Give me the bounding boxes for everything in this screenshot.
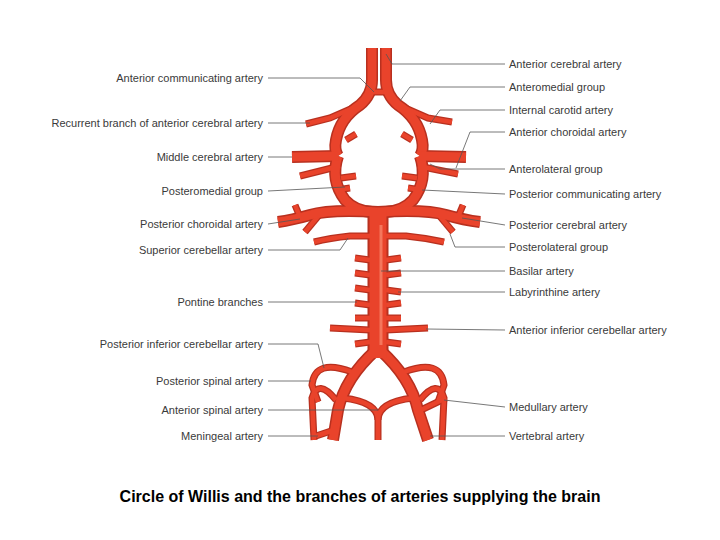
artery-label: Anterior cerebral artery bbox=[509, 57, 714, 71]
artery-label: Anterior communicating artery bbox=[8, 71, 263, 85]
artery-label: Anterior inferior cerebellar artery bbox=[509, 323, 714, 337]
artery-label: Labyrinthine artery bbox=[509, 285, 714, 299]
artery-label: Recurrent branch of anterior cerebral ar… bbox=[8, 116, 263, 130]
artery-label: Anteromedial group bbox=[509, 80, 714, 94]
artery-label: Posterior cerebral artery bbox=[509, 218, 714, 232]
artery-label: Posterior spinal artery bbox=[8, 374, 263, 388]
artery-label: Internal carotid artery bbox=[509, 103, 714, 117]
artery-label: Middle cerebral artery bbox=[8, 150, 263, 164]
artery-label: Anterolateral group bbox=[509, 162, 714, 176]
figure-caption: Circle of Willis and the branches of art… bbox=[0, 488, 720, 506]
artery-label: Anterior choroidal artery bbox=[509, 125, 714, 139]
artery-label: Posterior inferior cerebellar artery bbox=[8, 337, 263, 351]
artery-label: Posterior choroidal artery bbox=[8, 217, 263, 231]
leader-lines bbox=[268, 54, 505, 436]
artery-label: Basilar artery bbox=[509, 264, 714, 278]
artery-label: Medullary artery bbox=[509, 400, 714, 414]
artery-label: Vertebral artery bbox=[509, 429, 714, 443]
artery-label: Anterior spinal artery bbox=[8, 403, 263, 417]
artery-label: Posterior communicating artery bbox=[509, 187, 714, 201]
artery-label: Superior cerebellar artery bbox=[8, 243, 263, 257]
artery-label: Posterolateral group bbox=[509, 240, 714, 254]
artery-label: Meningeal artery bbox=[8, 429, 263, 443]
artery-label: Pontine branches bbox=[8, 295, 263, 309]
artery-label: Posteromedial group bbox=[8, 184, 263, 198]
